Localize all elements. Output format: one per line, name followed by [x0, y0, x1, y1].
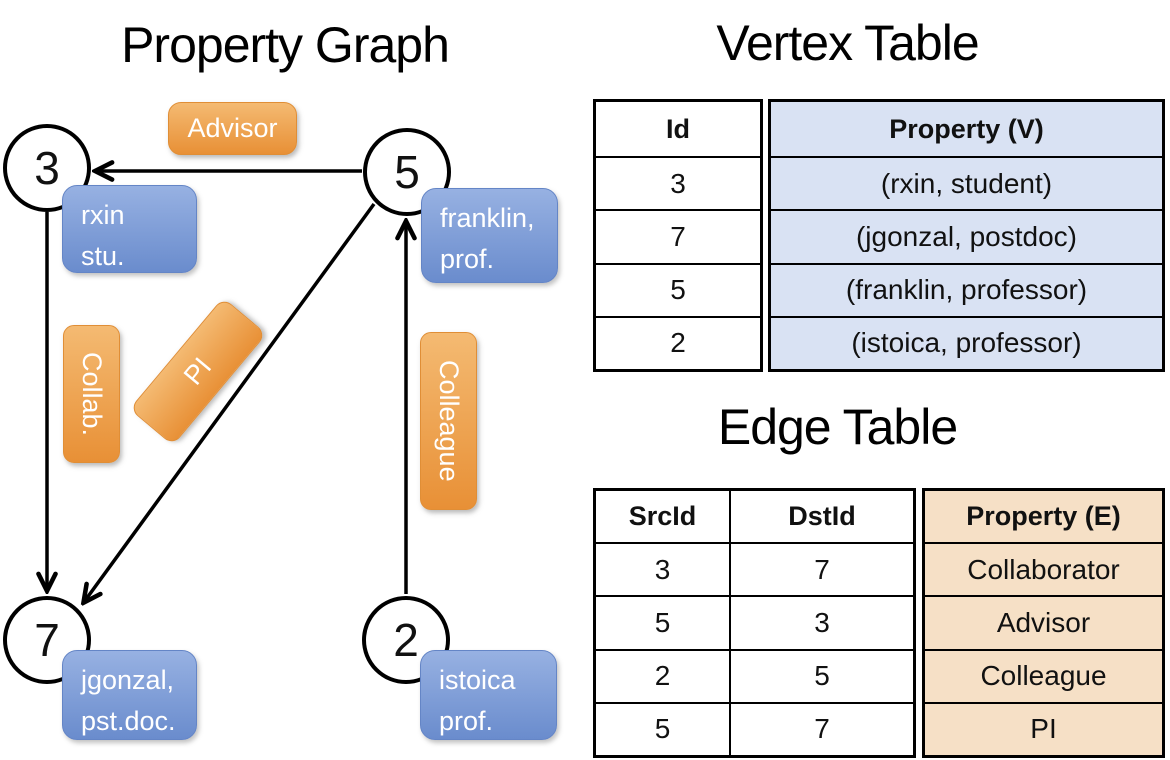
edge-pi-line [84, 202, 376, 602]
edge-table-property-column: Property (E) Collaborator Advisor Collea… [922, 488, 1165, 758]
edge-label-collab: Collab. [63, 325, 120, 463]
property-graph-title: Property Graph [121, 17, 450, 73]
vertex-node-5: 5 [363, 128, 451, 216]
table-cell: 7 [729, 542, 913, 596]
edge-label-colleague: Colleague [420, 332, 477, 510]
table-cell: 2 [596, 648, 729, 702]
edge-label-advisor: Advisor [168, 102, 297, 155]
vertex-table-title: Vertex Table [716, 15, 979, 71]
table-cell: PI [925, 701, 1162, 755]
table-cell: (istoica, professor) [771, 315, 1162, 369]
table-cell: 7 [729, 701, 913, 755]
edge-table-title: Edge Table [717, 399, 958, 455]
label-line: franklin, [440, 203, 535, 233]
table-cell: 5 [596, 701, 729, 755]
column-header-property-e: Property (E) [966, 501, 1121, 531]
vertex-table-id-column: Id 3 7 5 2 [593, 99, 763, 372]
table-cell: (rxin, student) [771, 156, 1162, 209]
label-line: istoica [439, 665, 516, 695]
column-header-id: Id [666, 113, 690, 144]
table-cell: 5 [596, 595, 729, 648]
vertex-id: 5 [394, 146, 420, 198]
edge-table-id-columns: SrcId DstId 3 7 5 3 2 5 5 7 [593, 488, 916, 758]
table-cell: 5 [596, 262, 760, 316]
vertex-table-property-column: Property (V) (rxin, student) (jgonzal, p… [768, 99, 1165, 372]
table-cell: 2 [596, 315, 760, 369]
label-line: prof. [439, 705, 494, 736]
label-line: jgonzal, [81, 665, 175, 695]
table-cell: 3 [729, 595, 913, 649]
vertex-node-2: 2 [362, 596, 450, 684]
column-header-dstid: DstId [729, 491, 913, 542]
table-cell: (franklin, professor) [771, 262, 1162, 316]
vertex-property-label-istoica: istoica prof. [420, 650, 557, 740]
table-cell: 3 [596, 156, 760, 209]
table-cell: Advisor [925, 595, 1162, 648]
label-line: pst.doc. [81, 705, 176, 736]
table-cell: (jgonzal, postdoc) [771, 209, 1162, 262]
column-header-srcid: SrcId [628, 501, 697, 531]
vertex-property-label-franklin: franklin, prof. [421, 188, 558, 283]
table-cell: 7 [596, 209, 760, 262]
table-cell: Collaborator [925, 542, 1162, 595]
label-line: prof. [440, 243, 495, 274]
vertex-id: 2 [393, 614, 419, 666]
column-header-property-v: Property (V) [889, 113, 1044, 144]
label-line: rxin [81, 200, 125, 230]
table-cell: 5 [729, 648, 913, 702]
vertex-id: 3 [34, 142, 60, 194]
table-cell: Colleague [925, 648, 1162, 702]
label-line: stu. [81, 240, 125, 271]
vertex-property-label-jgonzal: jgonzal, pst.doc. [62, 650, 197, 740]
graph-edges-svg [0, 0, 580, 760]
table-cell: 3 [596, 542, 729, 595]
vertex-property-label-rxin: rxin stu. [62, 185, 197, 273]
vertex-id: 7 [34, 614, 60, 666]
